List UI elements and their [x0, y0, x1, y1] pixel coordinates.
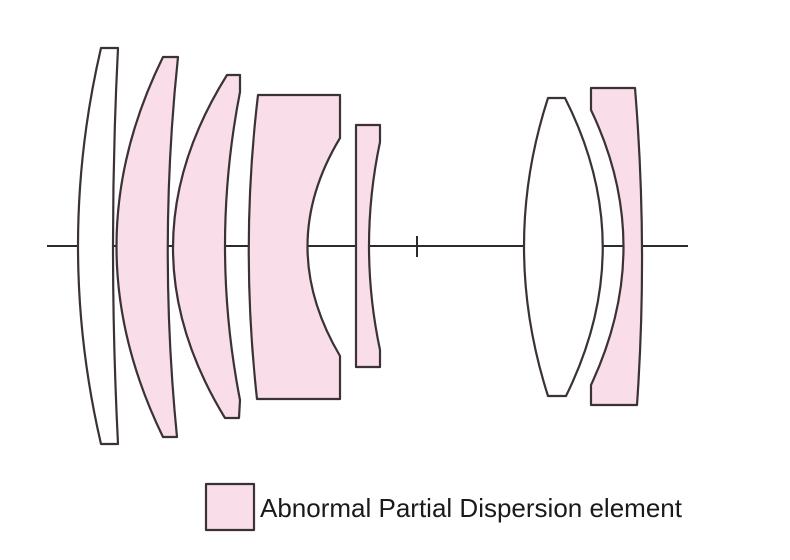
legend-swatch	[204, 482, 256, 532]
legend: Abnormal Partial Dispersion element	[204, 482, 683, 532]
lens-element-3	[171, 73, 242, 420]
lens-element-1	[76, 46, 120, 446]
lens-element-7	[589, 86, 644, 407]
lens-element-4	[247, 93, 342, 401]
lens-element-5	[354, 123, 382, 369]
lens-element-6	[522, 96, 604, 398]
lens-element-2	[115, 55, 180, 439]
legend-label: Abnormal Partial Dispersion element	[260, 493, 683, 523]
